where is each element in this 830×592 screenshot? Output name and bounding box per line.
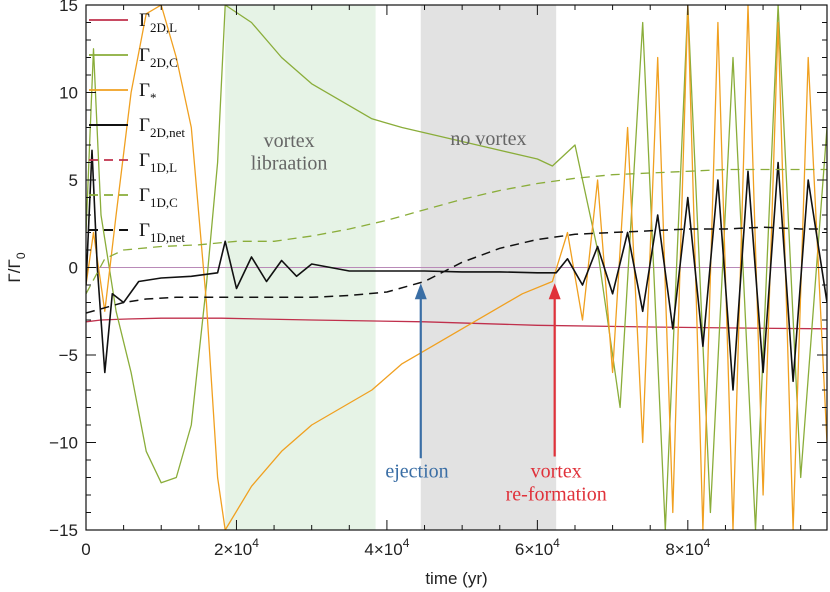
series-line-1d-net bbox=[86, 226, 827, 314]
legend-label-symbol-4: Γ bbox=[139, 150, 150, 171]
x-tick-label-text-3: 6×10 bbox=[515, 540, 553, 559]
x-tick-label-3: 6×104 bbox=[515, 536, 560, 559]
legend-label-sub-5: 1D,C bbox=[150, 195, 178, 210]
x-tick-label-2: 4×104 bbox=[364, 536, 409, 559]
series-line-2d-l bbox=[86, 317, 827, 330]
annotation-label-1-0: vortex bbox=[531, 461, 582, 483]
series-line-- bbox=[86, 5, 827, 530]
x-tick-label-0: 0 bbox=[81, 540, 90, 559]
x-tick-label-exp-4: 4 bbox=[704, 536, 711, 550]
y-tick-label-5: −10 bbox=[49, 434, 78, 453]
x-tick-label-exp-1: 4 bbox=[252, 536, 259, 550]
legend-label-symbol-2: Γ bbox=[139, 80, 150, 101]
legend-label-sub-4: 1D,L bbox=[150, 160, 177, 175]
legend-label-0: Γ2D,L bbox=[139, 10, 177, 35]
x-tick-label-exp-2: 4 bbox=[403, 536, 410, 550]
legend-label-1: Γ2D,C bbox=[139, 45, 178, 70]
series-line-2d-c bbox=[86, 5, 827, 530]
legend-label-symbol-6: Γ bbox=[139, 220, 150, 241]
legend-label-5: Γ1D,C bbox=[139, 185, 178, 210]
x-tick-label-text-2: 4×10 bbox=[364, 540, 402, 559]
x-tick-label-4: 8×104 bbox=[665, 536, 710, 559]
x-tick-label-text-1: 2×10 bbox=[214, 540, 252, 559]
x-tick-label-1: 2×104 bbox=[214, 536, 259, 559]
legend-label-symbol-0: Γ bbox=[139, 10, 150, 31]
legend-label-2: Γ* bbox=[139, 80, 156, 105]
series-line-1d-c bbox=[86, 168, 827, 295]
y-tick-label-3: 0 bbox=[69, 259, 78, 278]
legend-label-sub-2: * bbox=[150, 90, 157, 105]
series-line-2d-net bbox=[86, 149, 827, 391]
y-tick-label-1: 10 bbox=[59, 84, 78, 103]
series-layer bbox=[86, 5, 827, 530]
y-axis-title-main: Γ/Γ bbox=[5, 259, 24, 282]
annotation-label-0-0: ejection bbox=[385, 461, 448, 483]
legend-label-sub-3: 2D,net bbox=[150, 125, 185, 140]
x-axis-title: time (yr) bbox=[425, 569, 487, 588]
legend-label-sub-1: 2D,C bbox=[150, 55, 178, 70]
legend-label-sub-6: 1D,net bbox=[150, 230, 185, 245]
annotation-arrowhead-0 bbox=[414, 283, 427, 300]
legend-label-symbol-1: Γ bbox=[139, 45, 150, 66]
y-tick-label-6: −15 bbox=[49, 521, 78, 540]
x-tick-label-text-0: 0 bbox=[81, 540, 90, 559]
legend-label-6: Γ1D,net bbox=[139, 220, 185, 245]
x-tick-label-text-4: 8×10 bbox=[665, 540, 703, 559]
region-label-0-0: vortex bbox=[264, 130, 315, 152]
legend-label-4: Γ1D,L bbox=[139, 150, 177, 175]
y-tick-label-2: 5 bbox=[69, 171, 78, 190]
region-label-1-0: no vortex bbox=[450, 128, 526, 150]
legend-label-symbol-5: Γ bbox=[139, 185, 150, 206]
legend-label-sub-0: 2D,L bbox=[150, 20, 177, 35]
legend-label-3: Γ2D,net bbox=[139, 115, 185, 140]
x-tick-label-exp-3: 4 bbox=[553, 536, 560, 550]
region-label-0-1: libraation bbox=[251, 153, 328, 175]
y-tick-label-4: −5 bbox=[59, 346, 78, 365]
annotation-label-1-1: re-formation bbox=[506, 483, 607, 505]
legend-label-symbol-3: Γ bbox=[139, 115, 150, 136]
y-tick-label-0: 15 bbox=[59, 0, 78, 15]
y-axis-title: Γ/Γ0 bbox=[5, 252, 28, 282]
annotation-arrowhead-1 bbox=[548, 283, 561, 300]
y-axis-title-sub: 0 bbox=[14, 252, 28, 259]
